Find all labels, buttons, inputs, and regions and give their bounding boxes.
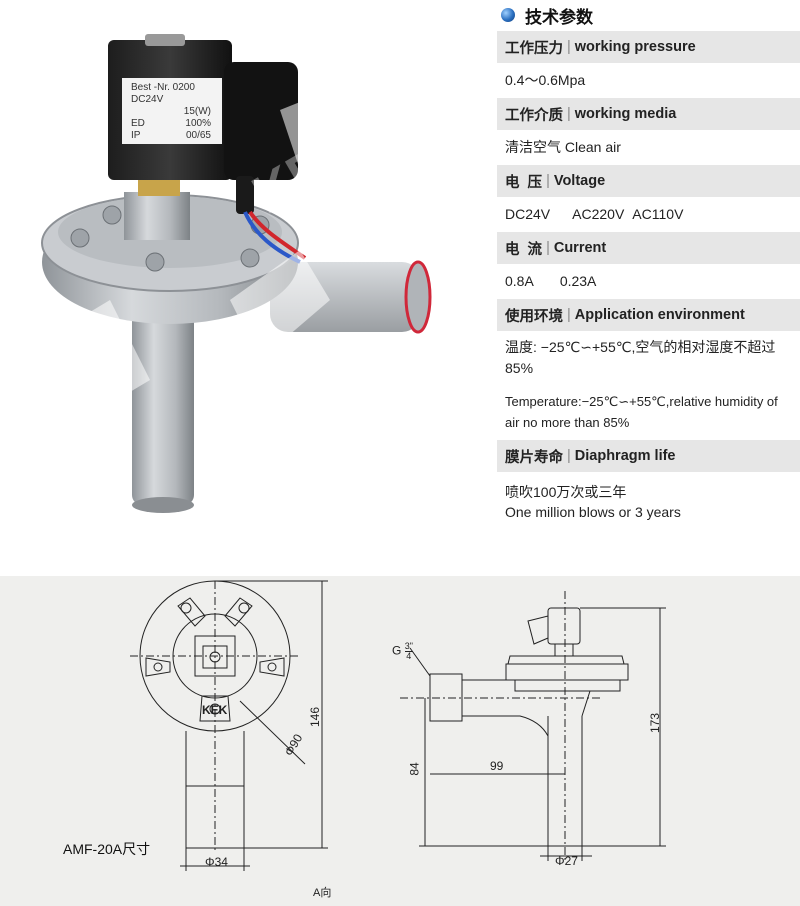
spec-value-media: 清洁空气 Clean air (505, 139, 621, 155)
spec-label-cn: 电 流 (505, 241, 543, 258)
model-label: AMF-20A尺寸 (63, 841, 151, 857)
coil-label-line: 00/65 (185, 130, 211, 141)
diaphragm-cn: 喷吹100万次或三年 (505, 484, 627, 500)
voltage-value: AC220V (572, 206, 625, 222)
spec-value-pressure: 0.4～0.6Mpa (505, 72, 586, 88)
spec-header-pressure: 工作压力|working pressure (497, 30, 800, 63)
current-value: 0.8A (505, 273, 534, 289)
dim-d34: Φ34 (205, 855, 228, 869)
diaphragm-en: One million blows or 3 years (505, 504, 681, 520)
coil-label-line: IP (131, 130, 141, 141)
thread-num: 3" (404, 641, 413, 652)
coil-label-line: 15(W) (183, 106, 211, 117)
spec-label-cn: 使用环境 (505, 308, 563, 325)
voltage-value: AC110V (632, 206, 684, 222)
spec-label-en: Voltage (553, 173, 606, 189)
spec-header-diaphragm: 膜片寿命|Diaphragm life (497, 439, 800, 472)
spec-label-en: Current (553, 240, 607, 256)
drawing-lines (130, 580, 666, 871)
side-view (400, 591, 666, 861)
bullet-icon (501, 8, 515, 22)
spec-label-cn: 膜片寿命 (505, 449, 563, 466)
spec-label-cn: 工作压力 (505, 40, 563, 57)
voltage-value: DC24V (505, 206, 551, 222)
spec-label-cn: 工作介质 (505, 107, 563, 124)
thread-g: G (392, 643, 402, 658)
dim-h146: 146 (308, 706, 323, 728)
spec-label-en: working pressure (574, 39, 696, 55)
spec-label-en: Diaphragm life (574, 448, 676, 464)
coil-label: Best -Nr. 0200 DC24V 15(W) ED 100% IP 00/6… (131, 82, 211, 142)
dim-h173: 173 (648, 712, 663, 734)
spec-panel: 技术参数 工作压力|working pressure 0.4～0.6Mpa 工作… (497, 0, 800, 540)
view-label: A向 (313, 887, 332, 899)
product-photo: Best -Nr. 0200 DC24V 15(W) ED 100% IP 00/6… (0, 0, 490, 560)
drawing-logo: KEK (202, 703, 228, 717)
spec-header-environment: 使用环境|Application environment (497, 298, 800, 331)
coil-label-line: Best -Nr. 0200 (131, 82, 195, 93)
spec-value-voltage: DC24V AC220V AC110V (497, 197, 800, 231)
valve-photo-illustration (41, 34, 432, 513)
top-view (130, 580, 328, 871)
spec-title: 技术参数 (497, 0, 800, 30)
coil-label-line: 100% (185, 118, 211, 129)
thread-den: 4 (406, 651, 412, 661)
dim-thread: G 3" 4 (392, 642, 413, 661)
dim-h84: 84 (407, 762, 422, 776)
spec-header-media: 工作介质|working media (497, 97, 800, 130)
spec-label-en: Application environment (574, 307, 745, 323)
dim-d27: Φ27 (555, 854, 578, 868)
current-value: 0.23A (559, 273, 597, 289)
spec-value-current: 0.8A 0.23A (497, 264, 800, 298)
coil-label-line: ED (131, 118, 145, 129)
coil-label-line: DC24V (131, 94, 164, 105)
spec-value-environment-en: Temperature:−25℃∽+55℃,relative humidity … (505, 394, 778, 430)
spec-label-cn: 电 压 (505, 174, 543, 191)
spec-title-text: 技术参数 (525, 7, 593, 27)
dim-w99: 99 (490, 759, 504, 773)
spec-header-current: 电 流|Current (497, 231, 800, 264)
spec-value-diaphragm: 喷吹100万次或三年 One million blows or 3 years (497, 472, 800, 528)
spec-value-environment-cn: 温度: −25℃∽+55℃,空气的相对湿度不超过85% (505, 339, 776, 376)
spec-label-en: working media (574, 106, 677, 122)
spec-header-voltage: 电 压|Voltage (497, 164, 800, 197)
technical-drawing: KEK Φ90 146 Φ34 G 3" 4 173 84 99 Φ27 A向 (0, 576, 800, 906)
